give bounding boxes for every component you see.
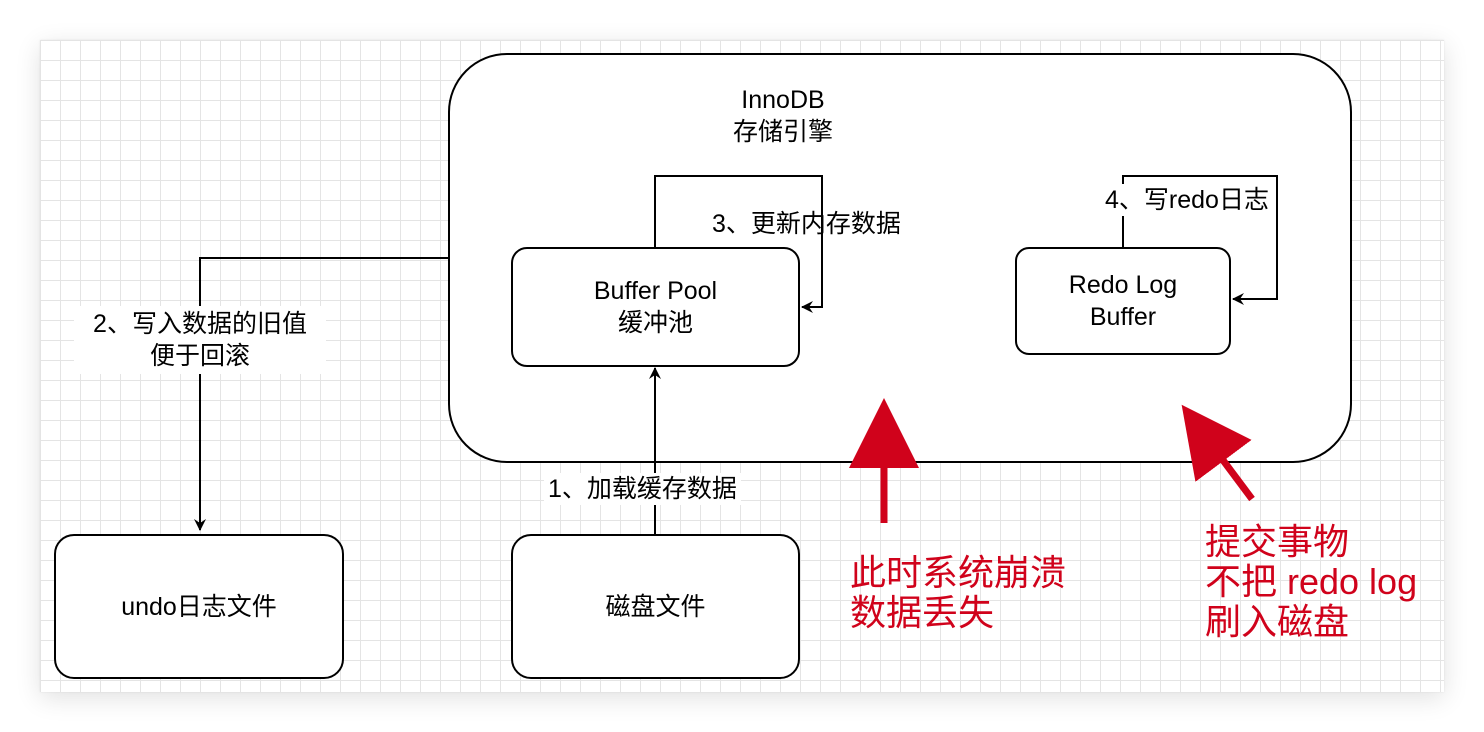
step4-label: 4、写redo日志 [1101,184,1273,216]
innodb-title-line2: 存储引擎 [732,118,833,146]
buffer-pool-box: Buffer Pool 缓冲池 [511,247,800,367]
disk-file-box: 磁盘文件 [511,534,800,679]
disk-file-label: 磁盘文件 [605,592,706,621]
commit-annotation-line2: 不把 redo log [1205,561,1418,602]
redo-log-buffer-label-line1: Redo Log [1068,271,1178,299]
redo-log-buffer-label-line2: Buffer [1089,303,1157,331]
commit-annotation: 提交事物 不把 redo log 刷入磁盘 [1205,522,1417,642]
buffer-pool-label-line1: Buffer Pool [593,277,718,305]
buffer-pool-label-line2: 缓冲池 [617,309,693,337]
step1-label: 1、加载缓存数据 [544,473,741,505]
innodb-title-line1: InnoDB [741,86,825,114]
crash-annotation-line2: 数据丢失 [850,592,995,633]
undo-log-file-label: undo日志文件 [121,592,277,621]
step2-label: 2、写入数据的旧值 便于回滚 [74,306,326,374]
crash-annotation-line1: 此时系统崩溃 [850,552,1067,593]
arrow-write-undo [194,257,449,531]
arrow-update-memory [654,175,823,313]
redo-log-buffer-box: Redo Log Buffer [1015,247,1231,355]
step3-label: 3、更新内存数据 [712,210,901,238]
commit-annotation-line1: 提交事物 [1205,521,1350,562]
crash-annotation: 此时系统崩溃 数据丢失 [850,553,1066,633]
innodb-title: InnoDB 存储引擎 [708,84,858,148]
step2-label-line2: 便于回滚 [149,342,250,370]
undo-log-file-box: undo日志文件 [54,534,344,679]
commit-annotation-line3: 刷入磁盘 [1205,601,1350,642]
step2-label-line1: 2、写入数据的旧值 [93,310,307,338]
red-arrow-commit [1181,404,1255,502]
